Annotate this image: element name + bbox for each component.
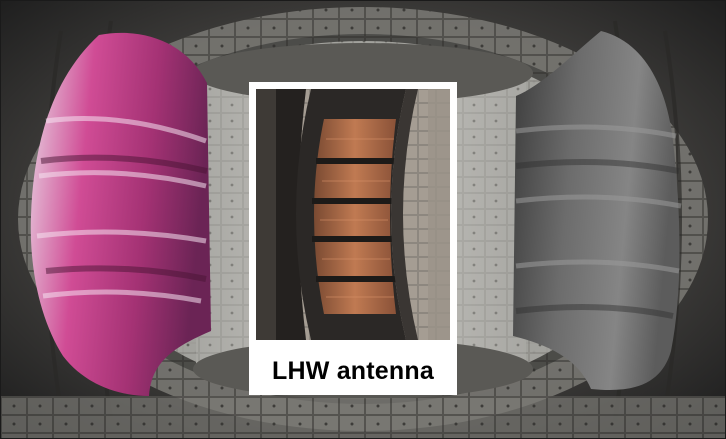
caption-box: LHW antenna (249, 347, 457, 395)
antenna-photo (256, 89, 450, 340)
infrared-camera-view (513, 31, 682, 391)
antenna-caption: LHW antenna (272, 356, 434, 385)
visible-camera-view (30, 32, 211, 396)
antenna-photo-inset (249, 82, 457, 347)
